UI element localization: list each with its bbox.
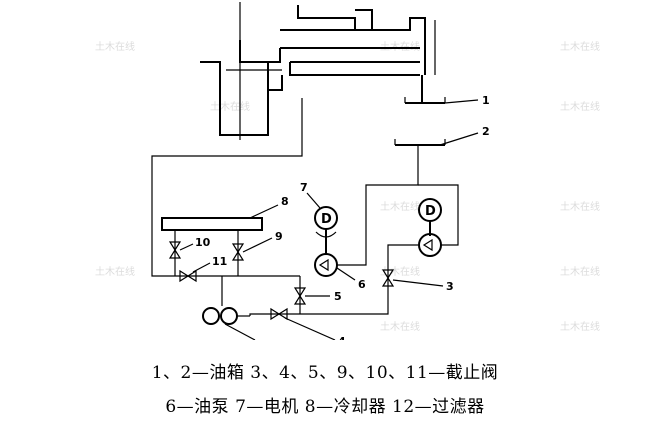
machine-housing [226, 2, 436, 140]
svg-text:土木在线: 土木在线 [560, 265, 600, 278]
svg-text:土木在线: 土木在线 [560, 320, 600, 333]
gearbox-sump [200, 61, 283, 136]
label-9: 9 [275, 230, 283, 243]
label-11: 11 [212, 255, 227, 268]
svg-text:土木在线: 土木在线 [380, 320, 420, 333]
label-6: 6 [358, 278, 366, 291]
watermarks: 土木在线 土木在线 土木在线 土木在线 土木在线 土木在线 土木在线 土木在线 … [95, 40, 600, 333]
oil-tank-1 [404, 75, 479, 104]
svg-text:D: D [321, 212, 332, 227]
label-2: 2 [482, 125, 490, 138]
motor-7: D [306, 192, 338, 254]
pump-motor-group-2: D [387, 184, 459, 270]
svg-text:土木在线: 土木在线 [95, 40, 135, 53]
valve-9 [231, 230, 273, 276]
valve-3 [381, 269, 444, 287]
pressure-line [337, 145, 419, 266]
svg-text:土木在线: 土木在线 [560, 100, 600, 113]
svg-text:土木在线: 土木在线 [210, 100, 250, 113]
label-7: 7 [300, 181, 308, 194]
svg-text:土木在线: 土木在线 [380, 40, 420, 53]
label-1: 1 [482, 94, 490, 107]
caption-line-1: 1、2—油箱 3、4、5、9、10、11—截止阀 [151, 363, 499, 383]
oil-tank-2 [394, 132, 479, 146]
valve-10 [168, 230, 194, 276]
svg-text:土木在线: 土木在线 [560, 200, 600, 213]
valve-5 [293, 287, 330, 305]
return-line [151, 98, 303, 277]
oil-pump-6 [314, 253, 356, 281]
label-8: 8 [281, 195, 289, 208]
svg-text:土木在线: 土木在线 [380, 265, 420, 278]
svg-text:土木在线: 土木在线 [95, 265, 135, 278]
label-3: 3 [446, 280, 454, 293]
filter-12 [202, 276, 256, 340]
valve-4 [270, 307, 336, 340]
caption-line-2: 6—油泵 7—电机 8—冷却器 12—过滤器 [165, 397, 485, 417]
cooler-8 [161, 204, 279, 231]
svg-text:土木在线: 土木在线 [380, 200, 420, 213]
label-4: 4 [338, 335, 346, 340]
label-10: 10 [195, 236, 211, 249]
svg-text:D: D [425, 204, 436, 219]
svg-text:土木在线: 土木在线 [560, 40, 600, 53]
lubrication-system-diagram: 土木在线 土木在线 土木在线 土木在线 土木在线 土木在线 土木在线 土木在线 … [95, 2, 600, 340]
valve-11 [179, 262, 211, 283]
label-5: 5 [334, 290, 342, 303]
